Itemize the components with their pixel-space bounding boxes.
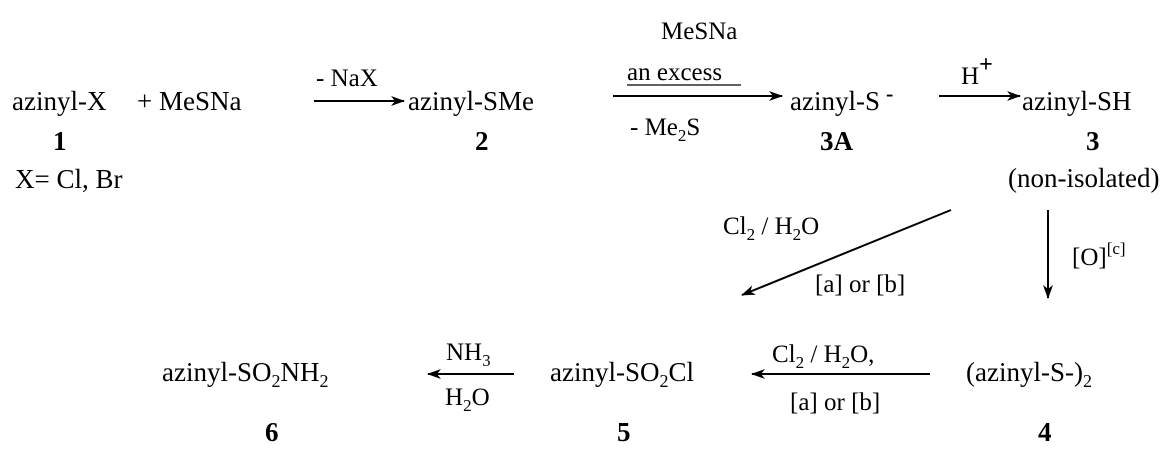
compound-3-formula: azinyl-SH [1022,86,1131,116]
compound-6-formula: azinyl-SO2NH2 [162,357,328,391]
arrow-2-reagent: MeSNa [661,18,737,45]
arrow-1-reagent: - NaX [316,65,378,92]
compound-5-label: 5 [617,417,631,447]
compound-3-note: (non-isolated) [1008,163,1159,193]
arrow-4-reagent: Cl2 / H2O [723,213,819,244]
compound-4-label: 4 [1038,417,1052,447]
compound-3a-formula: azinyl-S- [790,81,893,116]
compound-4-formula: (azinyl-S-)2 [966,357,1092,391]
compound-6-label: 6 [265,417,279,447]
arrow-7-solvent: H2O [445,384,490,415]
arrow-6-reagent: Cl2 / H2O, [772,341,874,372]
compound-2-formula: azinyl-SMe [408,86,534,116]
compound-1-formula: azinyl-X [12,86,107,116]
compound-2-label: 2 [475,126,489,156]
arrow-7-reagent: NH3 [446,339,491,370]
x-definition: X= Cl, Br [15,164,123,194]
arrow-2-condition: an excess [627,59,722,86]
arrow-2-byproduct: - Me2S [630,114,700,145]
reagent-mesna: + MeSNa [137,86,241,116]
arrow-6-condition: [a] or [b] [790,389,880,416]
compound-3a-label: 3A [820,126,854,156]
compound-3-label: 3 [1086,126,1100,156]
arrow-4 [741,209,952,296]
arrow-5-reagent: [O][c] [1072,239,1126,271]
compound-5-formula: azinyl-SO2Cl [550,357,694,391]
arrow-3-reagent: H+ [961,52,993,90]
compound-1-label: 1 [53,126,67,156]
arrow-4-condition: [a] or [b] [815,271,905,298]
